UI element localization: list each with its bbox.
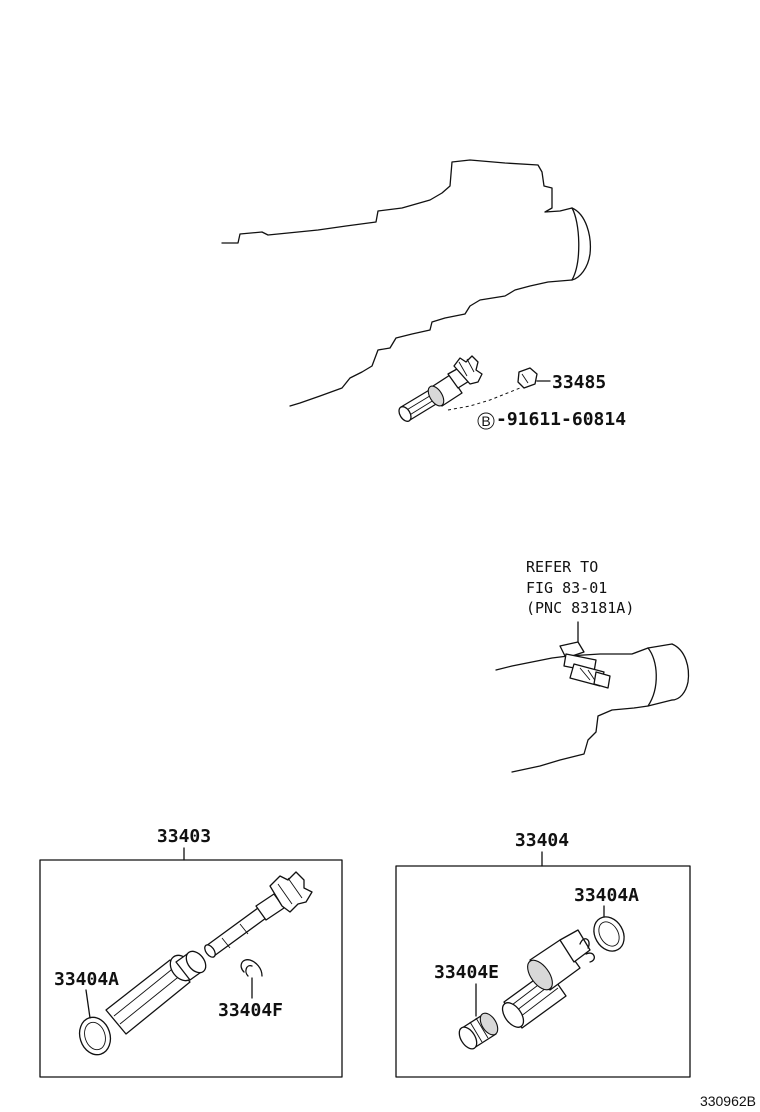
figure-code: 330962B (700, 1093, 756, 1109)
part-number-91611-60814: -91611-60814 (496, 409, 626, 430)
assy-number-33404: 33404 (515, 830, 569, 851)
driven-gear-shaft (204, 871, 313, 958)
refer-note-line-3: (PNC 83181A) (526, 599, 634, 617)
part-number-33404E: 33404E (434, 962, 499, 983)
clip-part-33404F (240, 959, 263, 977)
transmission-housing-upper (221, 159, 592, 407)
o-ring-left (78, 1016, 112, 1056)
refer-note-line-2: FIG 83-01 (526, 579, 607, 597)
part-number-33485: 33485 (552, 372, 606, 393)
speedometer-sleeve-assembly (501, 929, 595, 1029)
refer-note-line-1: REFER TO (526, 558, 598, 576)
part-number-33404F: 33404F (218, 1000, 283, 1021)
kit-box-33403 (39, 859, 343, 1078)
part-number-33404A-right: 33404A (574, 885, 639, 906)
leader-dashed (447, 387, 521, 411)
bolt-circle-icon (477, 412, 495, 430)
drive-gear-33404E (458, 1012, 499, 1050)
o-ring-right (593, 916, 625, 952)
bolt-symbol: B (481, 413, 490, 429)
kit-box-33404 (395, 865, 691, 1078)
driven-gear-sleeve (105, 950, 207, 1035)
part-number-33404A-left: 33404A (54, 969, 119, 990)
lock-plate-part (517, 367, 551, 389)
bolt-callout: B -91611-60814 (477, 409, 626, 430)
upper-driven-gear-assembly (398, 355, 483, 422)
leader-33404A-left (85, 989, 91, 1019)
speed-sensor-assembly (559, 641, 611, 689)
assy-number-33403: 33403 (157, 826, 211, 847)
